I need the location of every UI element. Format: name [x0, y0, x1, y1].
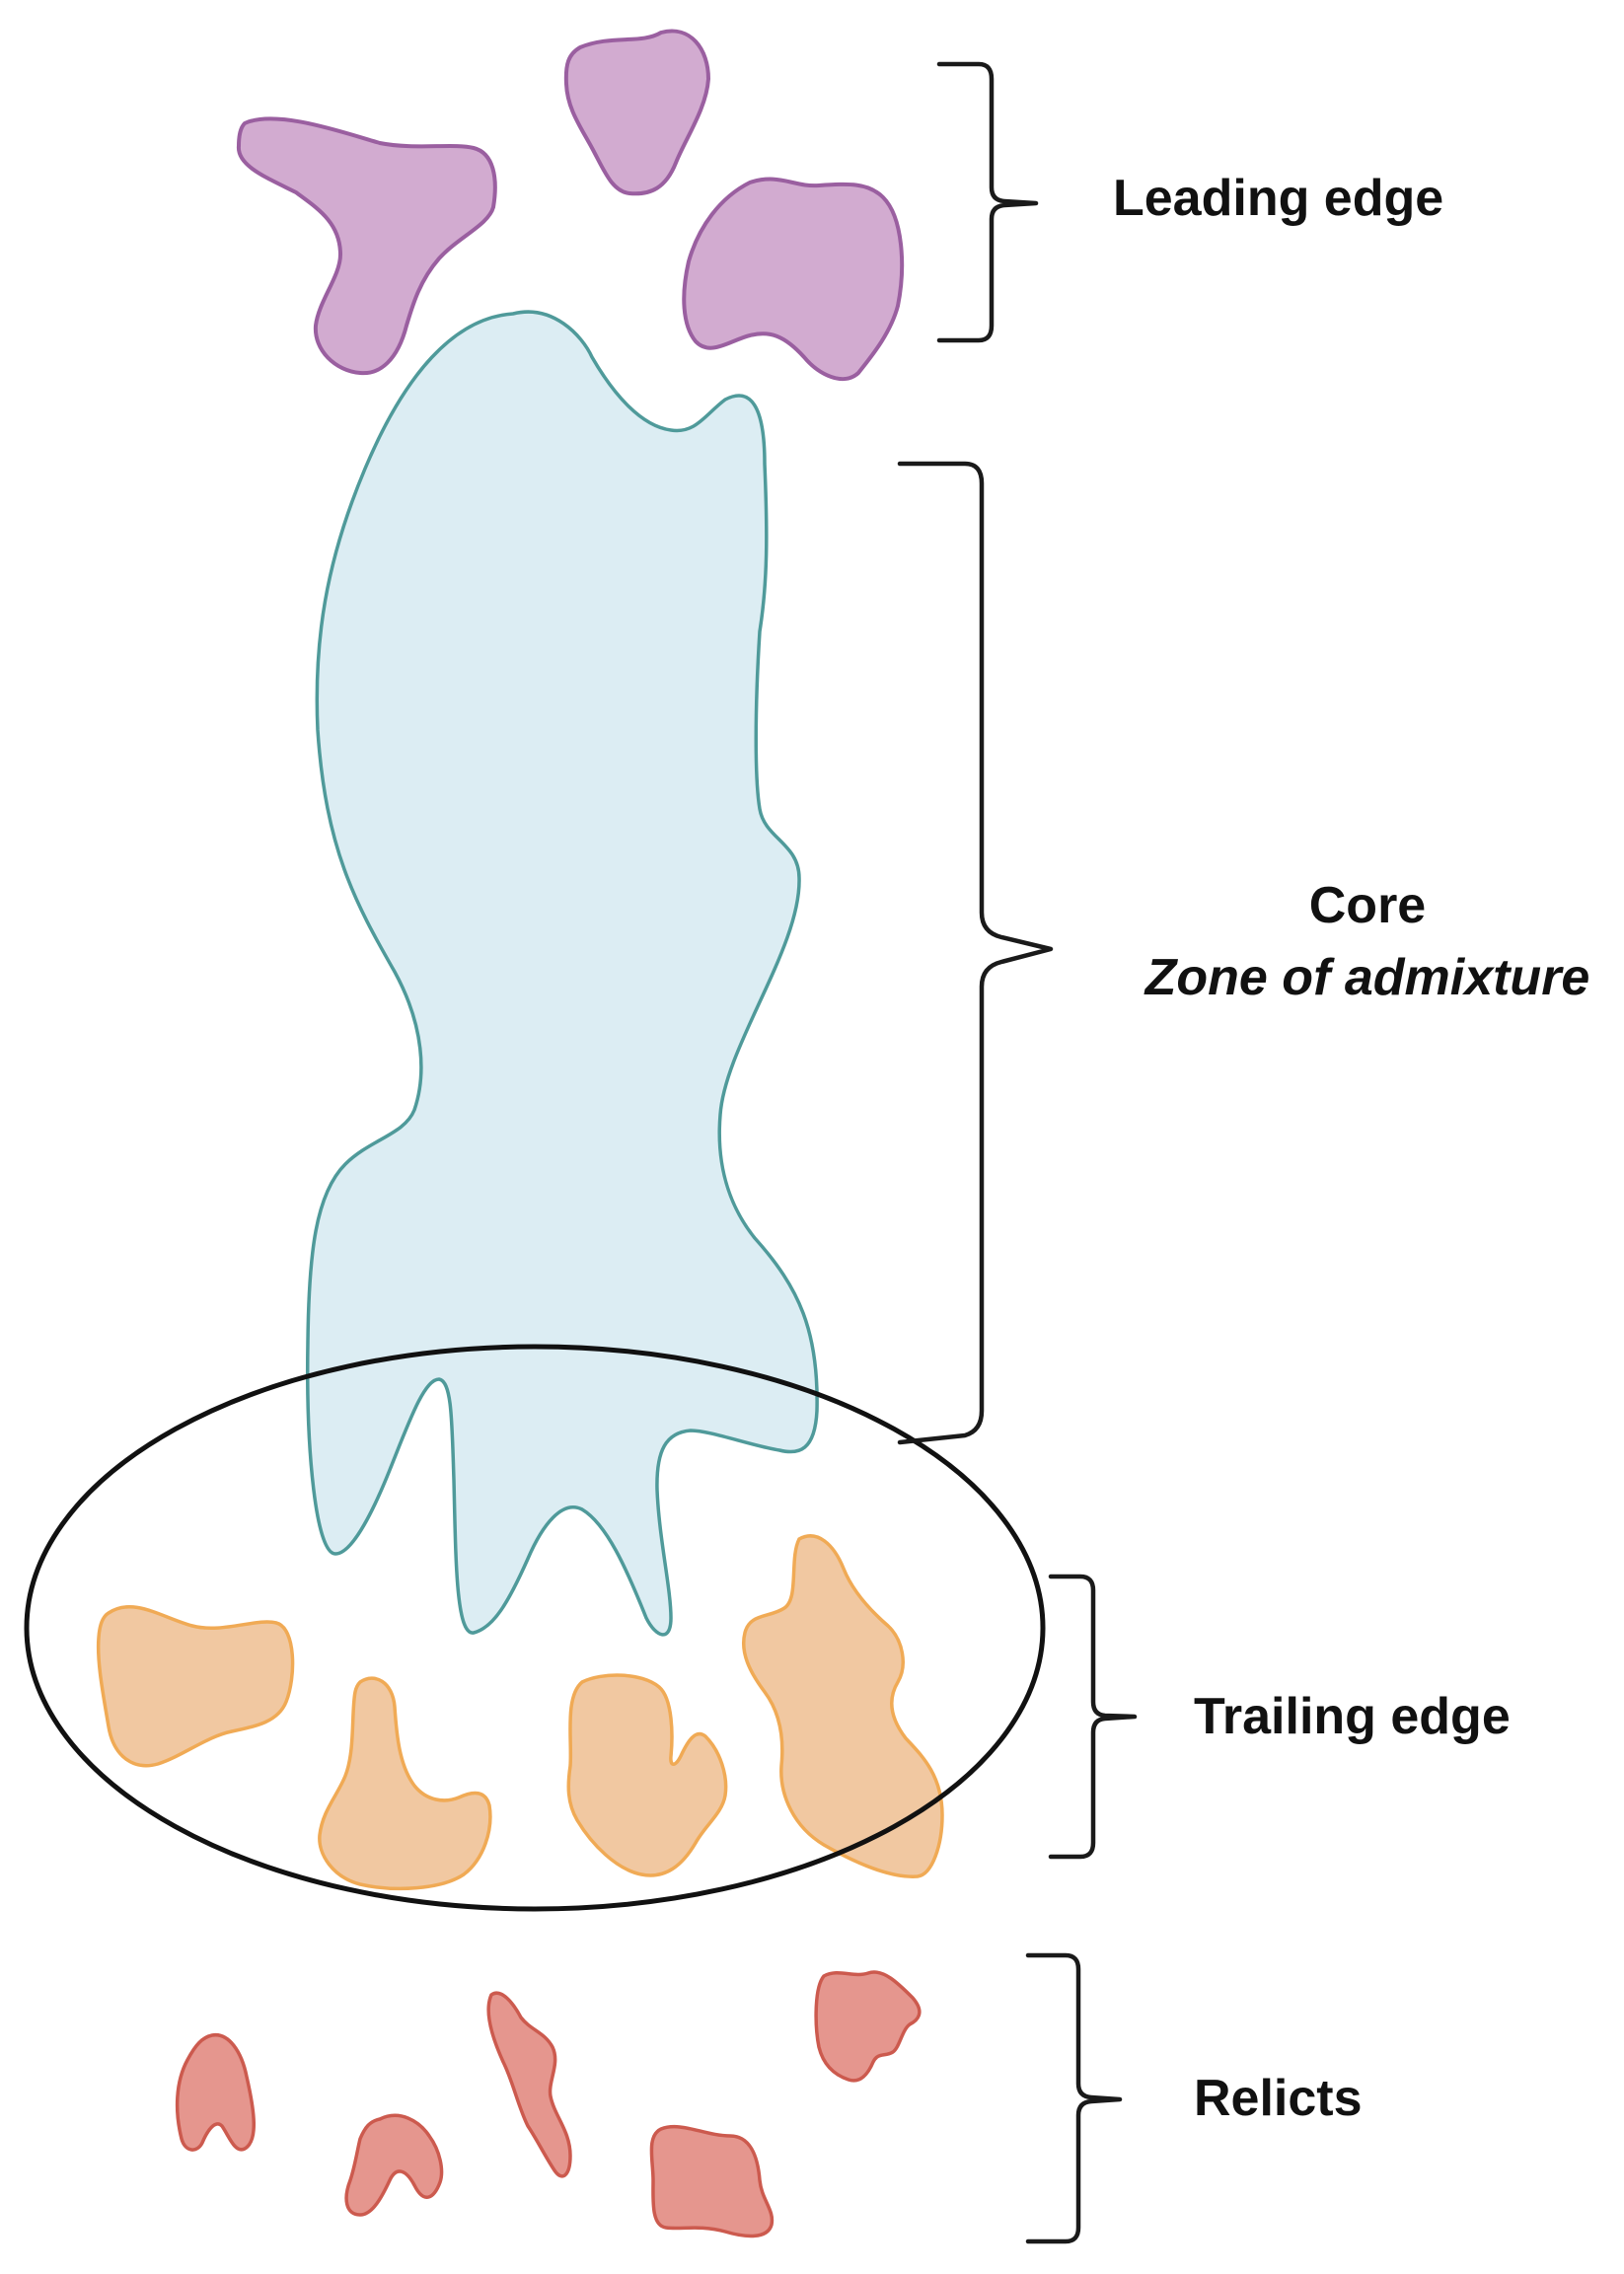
leading-blob-3 — [682, 177, 905, 382]
relict-blob-5 — [814, 1970, 922, 2083]
relict-blob-2 — [344, 2113, 444, 2217]
leading-edge-brace — [936, 61, 1039, 343]
relict-blob-3 — [486, 1991, 572, 2178]
relict-blob-4 — [649, 2124, 775, 2238]
core-label: Core — [1309, 877, 1426, 934]
trailing-blob-2 — [318, 1676, 492, 1891]
trailing-edge-label: Trailing edge — [1194, 1688, 1511, 1745]
core-blob — [306, 310, 819, 1637]
leading-blob-2 — [563, 29, 711, 196]
leading-blob-1 — [236, 116, 497, 376]
trailing-blob-3 — [566, 1673, 728, 1877]
trailing-edge-brace — [1048, 1574, 1138, 1860]
relict-blob-1 — [175, 2033, 256, 2152]
trailing-edge-ellipse — [24, 1344, 1046, 1912]
core-sublabel: Zone of admixture — [1144, 949, 1590, 1006]
relicts-label: Relicts — [1194, 2070, 1363, 2127]
trailing-blob-4 — [742, 1534, 944, 1878]
trailing-blob-1 — [96, 1605, 295, 1768]
core-brace — [897, 461, 1054, 1445]
relicts-brace — [1025, 1952, 1123, 2244]
leading-edge-label: Leading edge — [1113, 170, 1443, 227]
